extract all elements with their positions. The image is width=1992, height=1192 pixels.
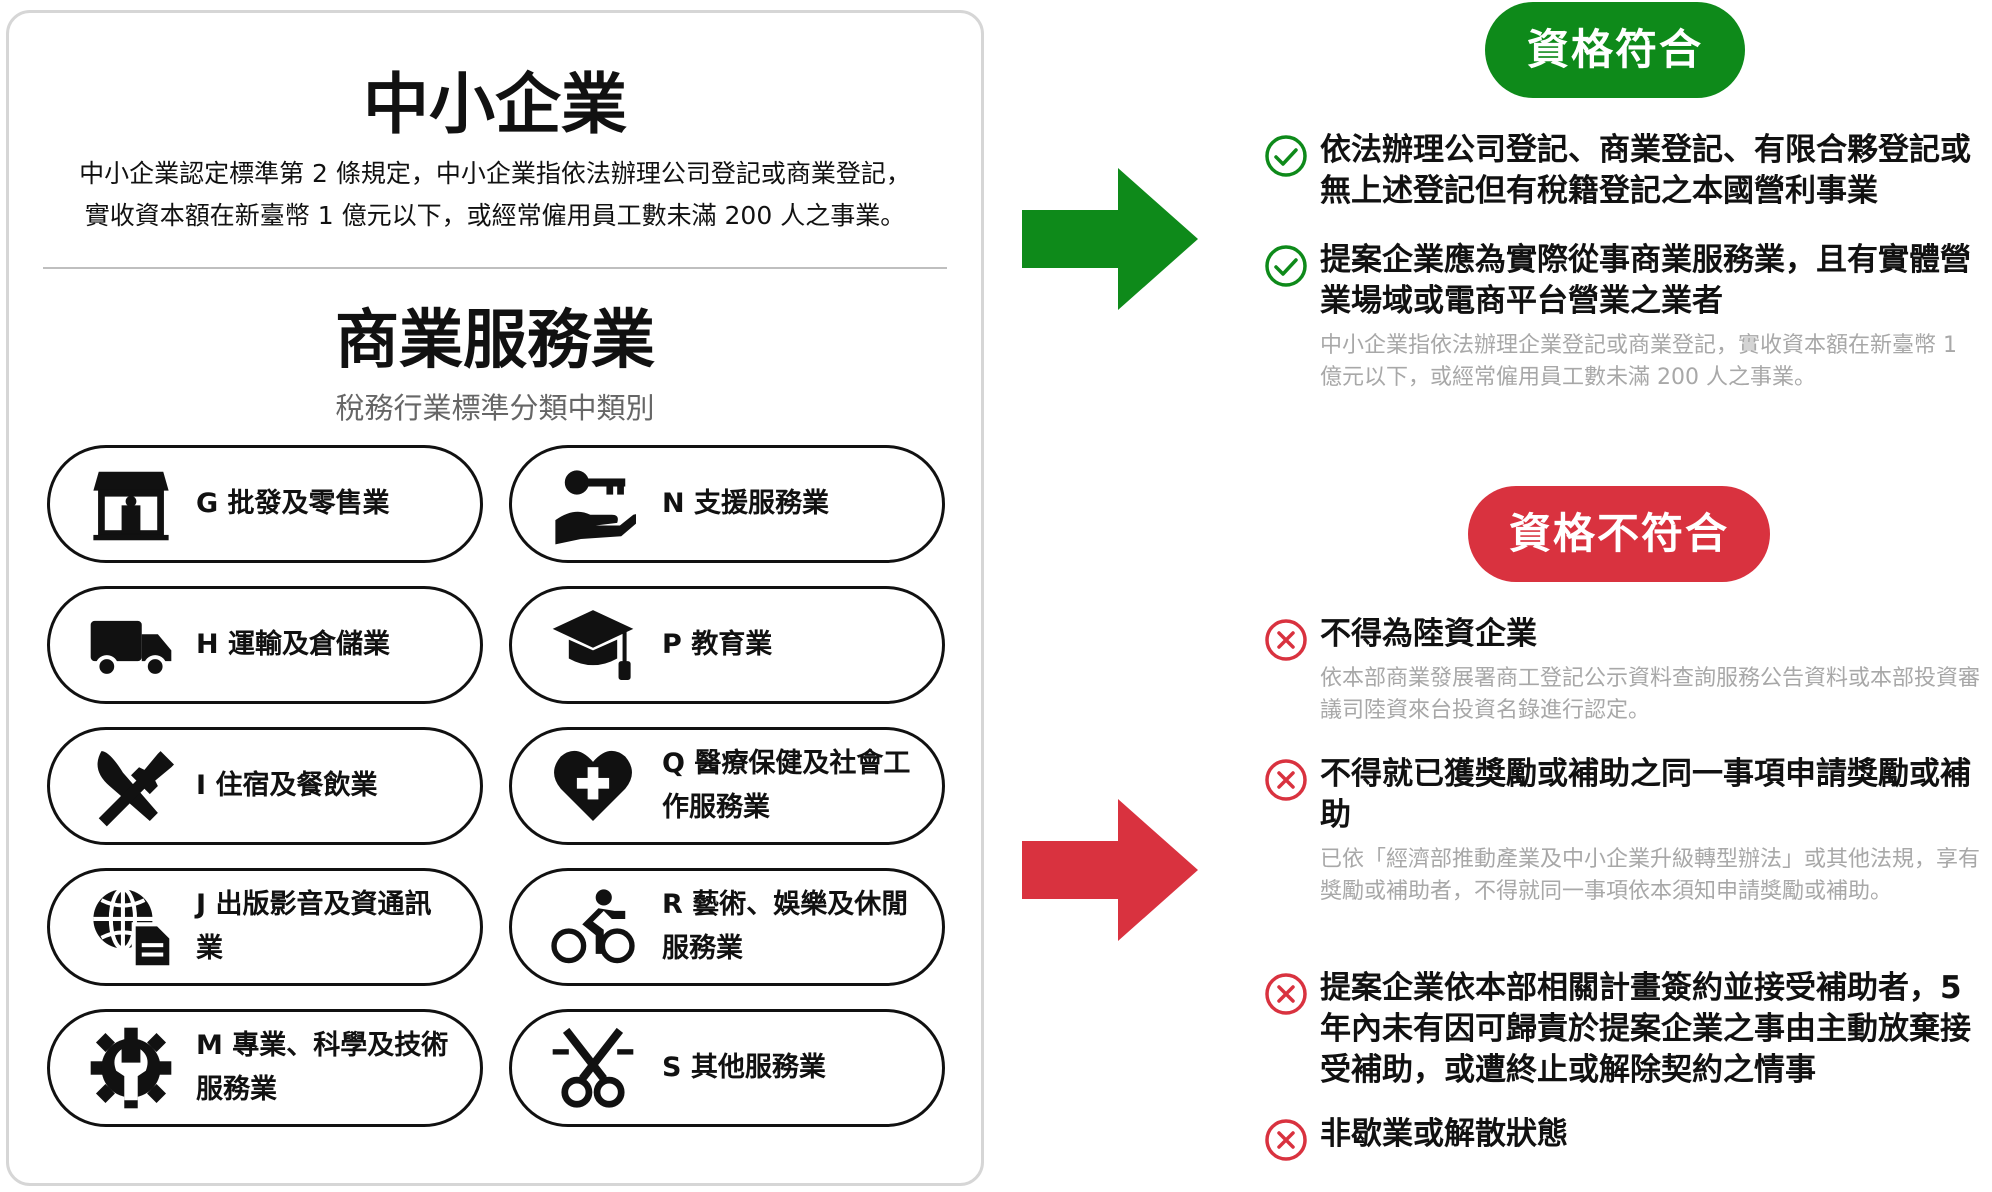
sme-panel: 中小企業 中小企業認定標準第 2 條規定，中小企業指依法辦理公司登記或商業登記，… xyxy=(6,10,984,1186)
category-s: S 其他服務業 xyxy=(509,1009,945,1127)
check-circle-icon xyxy=(1265,135,1307,177)
category-label: Q 醫療保健及社會工作服務業 xyxy=(662,748,911,823)
key-hand-icon xyxy=(555,470,636,545)
eligible-item-head: 依法辦理公司登記、商業登記、有限合夥登記或無上述登記但有稅籍登記之本國營利事業 xyxy=(1320,132,1971,209)
ineligible-item-head: 提案企業依本部相關計畫簽約並接受補助者，5 年內未有因可歸責於提案企業之事由主動… xyxy=(1320,970,1971,1088)
ineligible-item: 非歇業或解散狀態 xyxy=(1264,1114,1984,1161)
ineligible-item: 提案企業依本部相關計畫簽約並接受補助者，5 年內未有因可歸責於提案企業之事由主動… xyxy=(1264,968,1984,1091)
truck-icon xyxy=(90,620,172,678)
ineligible-item: 不得就已獲獎勵或補助之同一事項申請獎勵或補助 已依「經濟部推動產業及中小企業升級… xyxy=(1264,754,1984,908)
category-label: G 批發及零售業 xyxy=(196,488,390,519)
category-p: P 教育業 xyxy=(509,586,945,704)
service-subtitle: 稅務行業標準分類中類別 xyxy=(335,391,655,425)
store-icon xyxy=(93,471,169,541)
ineligible-item-note: 已依「經濟部推動產業及中小企業升級轉型辦法」或其他法規，享有獎勵或補助者，不得就… xyxy=(1320,847,1981,904)
category-label: M 專業、科學及技術服務業 xyxy=(196,1030,449,1105)
category-n: N 支援服務業 xyxy=(509,445,945,563)
category-i: I 住宿及餐飲業 xyxy=(47,727,483,845)
category-label: H 運輸及倉儲業 xyxy=(196,629,390,660)
eligible-item: 依法辦理公司登記、商業登記、有限合夥登記或無上述登記但有稅籍登記之本國營利事業 xyxy=(1264,130,1984,212)
ineligible-item-head: 非歇業或解散狀態 xyxy=(1320,1116,1568,1152)
cross-circle-icon xyxy=(1265,973,1307,1015)
category-j: J 出版影音及資通訊業 xyxy=(47,868,483,986)
globe-document-icon xyxy=(93,887,174,970)
eligible-item-head: 提案企業應為實際從事商業服務業，且有實體營業場域或電商平台營業之業者 xyxy=(1320,242,1971,319)
category-label: P 教育業 xyxy=(662,629,773,660)
sme-description-line-2: 實收資本額在新臺幣 1 億元以下，或經常僱用員工數未滿 200 人之事業。 xyxy=(84,201,906,230)
graduation-cap-icon xyxy=(552,610,634,680)
sme-description-line-1: 中小企業認定標準第 2 條規定，中小企業指依法辦理公司登記或商業登記， xyxy=(79,159,911,188)
service-title: 商業服務業 xyxy=(335,304,655,378)
scissors-icon xyxy=(552,1027,634,1108)
arrow-right-green-icon xyxy=(1022,168,1198,310)
gear-wrench-icon xyxy=(90,1027,172,1109)
category-r: R 藝術、娛樂及休閒服務業 xyxy=(509,868,945,986)
category-q: Q 醫療保健及社會工作服務業 xyxy=(509,727,945,845)
category-label: S 其他服務業 xyxy=(662,1052,826,1083)
cross-circle-icon xyxy=(1265,1119,1307,1161)
heart-plus-icon xyxy=(554,750,632,821)
divider xyxy=(43,267,947,269)
sme-title: 中小企業 xyxy=(363,66,627,143)
ineligible-item-head: 不得為陸資企業 xyxy=(1320,616,1537,652)
sme-description: 中小企業認定標準第 2 條規定，中小企業指依法辦理公司登記或商業登記， 實收資本… xyxy=(29,153,961,237)
fork-spoon-icon xyxy=(97,751,174,827)
cross-circle-icon xyxy=(1265,619,1307,661)
category-grid: G 批發及零售業 N 支援服務業 H 運輸及倉儲業 xyxy=(9,13,981,1183)
category-m: M 專業、科學及技術服務業 xyxy=(47,1009,483,1127)
check-circle-icon xyxy=(1265,245,1307,287)
ineligible-item: 不得為陸資企業 依本部商業發展署商工登記公示資料查詢服務公告資料或本部投資審議司… xyxy=(1264,614,1984,727)
ineligible-item-head: 不得就已獲獎勵或補助之同一事項申請獎勵或補助 xyxy=(1320,756,1971,833)
eligible-badge: 資格符合 xyxy=(1485,2,1745,98)
category-h: H 運輸及倉儲業 xyxy=(47,586,483,704)
cross-circle-icon xyxy=(1265,759,1307,801)
ineligible-item-note: 依本部商業發展署商工登記公示資料查詢服務公告資料或本部投資審議司陸資來台投資名錄… xyxy=(1320,666,1981,723)
category-label: R 藝術、娛樂及休閒服務業 xyxy=(662,889,909,964)
category-label: I 住宿及餐飲業 xyxy=(196,770,378,801)
eligible-item-note: 中小企業指依法辦理企業登記或商業登記，實收資本額在新臺幣 1 億元以下，或經常僱… xyxy=(1320,333,1957,390)
category-label: N 支援服務業 xyxy=(662,488,829,519)
category-g: G 批發及零售業 xyxy=(47,445,483,563)
eligible-item: 提案企業應為實際從事商業服務業，且有實體營業場域或電商平台營業之業者 中小企業指… xyxy=(1264,240,1984,394)
category-label: J 出版影音及資通訊業 xyxy=(196,889,432,964)
arrow-right-red-icon xyxy=(1022,799,1198,941)
ineligible-badge: 資格不符合 xyxy=(1468,486,1770,582)
cyclist-icon xyxy=(551,889,635,964)
